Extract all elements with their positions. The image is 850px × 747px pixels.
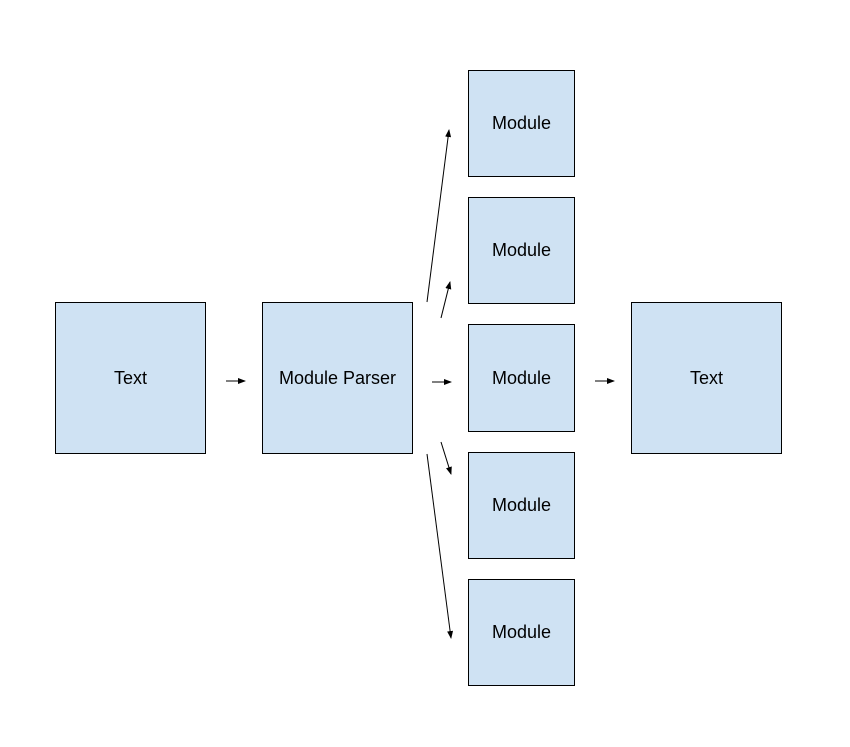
module-parser-label: Module Parser	[278, 367, 397, 388]
module-box-1: Module	[468, 70, 575, 177]
input-text-box: Text	[55, 302, 206, 454]
module-label-4: Module	[491, 495, 552, 515]
module-label-2: Module	[491, 240, 552, 260]
output-text-label: Text	[689, 367, 723, 388]
module-label-3: Module	[491, 367, 552, 388]
output-text-box: Text	[631, 302, 782, 454]
arrow-parser-to-module-4	[440, 441, 452, 475]
module-label-1: Module	[491, 113, 552, 133]
module-box-2: Module	[468, 197, 575, 304]
module-parser-box: Module Parser	[262, 302, 413, 454]
module-box-3: Module	[468, 324, 575, 432]
input-text-label: Text	[113, 367, 147, 388]
arrow-parser-to-module-1	[426, 129, 452, 303]
module-label-5: Module	[491, 622, 552, 642]
module-box-4: Module	[468, 452, 575, 559]
arrow-parser-to-module-5	[426, 453, 454, 639]
module-box-5: Module	[468, 579, 575, 686]
arrow-parser-to-module-2	[440, 281, 452, 319]
